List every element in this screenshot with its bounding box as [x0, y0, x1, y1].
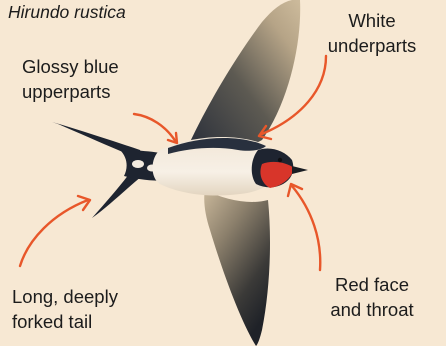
arrow-upperparts [134, 114, 176, 142]
upper-wing [190, 0, 300, 149]
label-upperparts-line2: upperparts [22, 79, 119, 104]
label-face-line2: and throat [304, 297, 440, 322]
arrow-tail [20, 200, 88, 266]
label-underparts-line1: White [302, 8, 442, 33]
label-face: Red face and throat [304, 272, 440, 322]
label-upperparts-line1: Glossy blue [22, 54, 119, 79]
lower-wing [204, 190, 270, 346]
arrow-face [292, 186, 320, 270]
label-underparts-line2: underparts [302, 33, 442, 58]
species-name: Hirundo rustica [8, 0, 126, 24]
label-underparts: White underparts [302, 8, 442, 58]
red-face [260, 162, 294, 188]
label-face-line1: Red face [304, 272, 440, 297]
label-tail: Long, deeply forked tail [12, 284, 118, 334]
beak [292, 166, 308, 174]
label-tail-line1: Long, deeply [12, 284, 118, 309]
label-upperparts: Glossy blue upperparts [22, 54, 119, 104]
label-tail-line2: forked tail [12, 309, 118, 334]
